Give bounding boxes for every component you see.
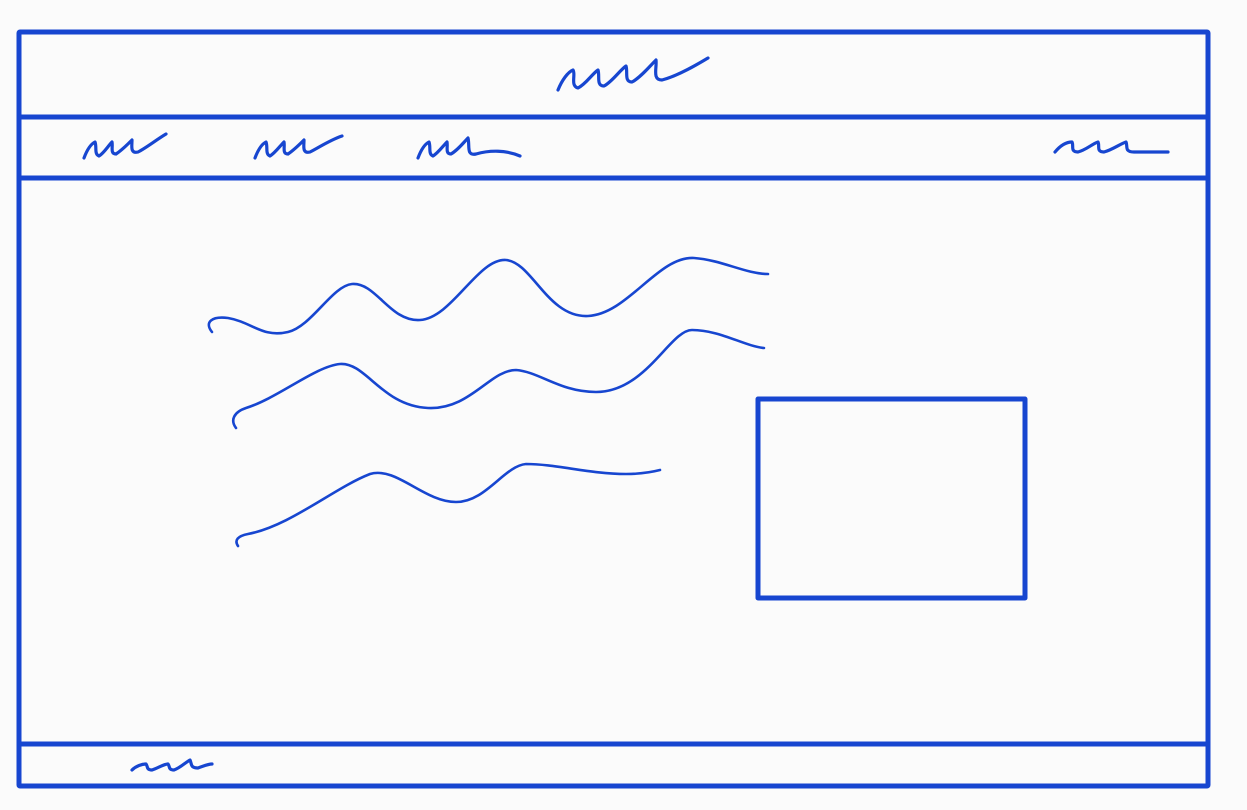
image-placeholder [755,396,1028,601]
nav-item-2[interactable] [253,134,344,160]
main-content [207,256,1028,601]
nav-item-1[interactable] [82,132,168,160]
nav-bar [82,132,1170,160]
text-block [207,256,770,548]
text-line-2 [232,328,766,430]
nav-item-4[interactable] [1053,140,1170,154]
text-line-1 [207,256,770,335]
text-line-3 [235,462,662,548]
footer [130,758,214,772]
footer-link-scribble[interactable] [130,758,214,772]
nav-item-3[interactable] [416,136,522,160]
header-title-scribble [556,56,710,92]
header [556,56,710,92]
outer-frame [16,29,1211,789]
